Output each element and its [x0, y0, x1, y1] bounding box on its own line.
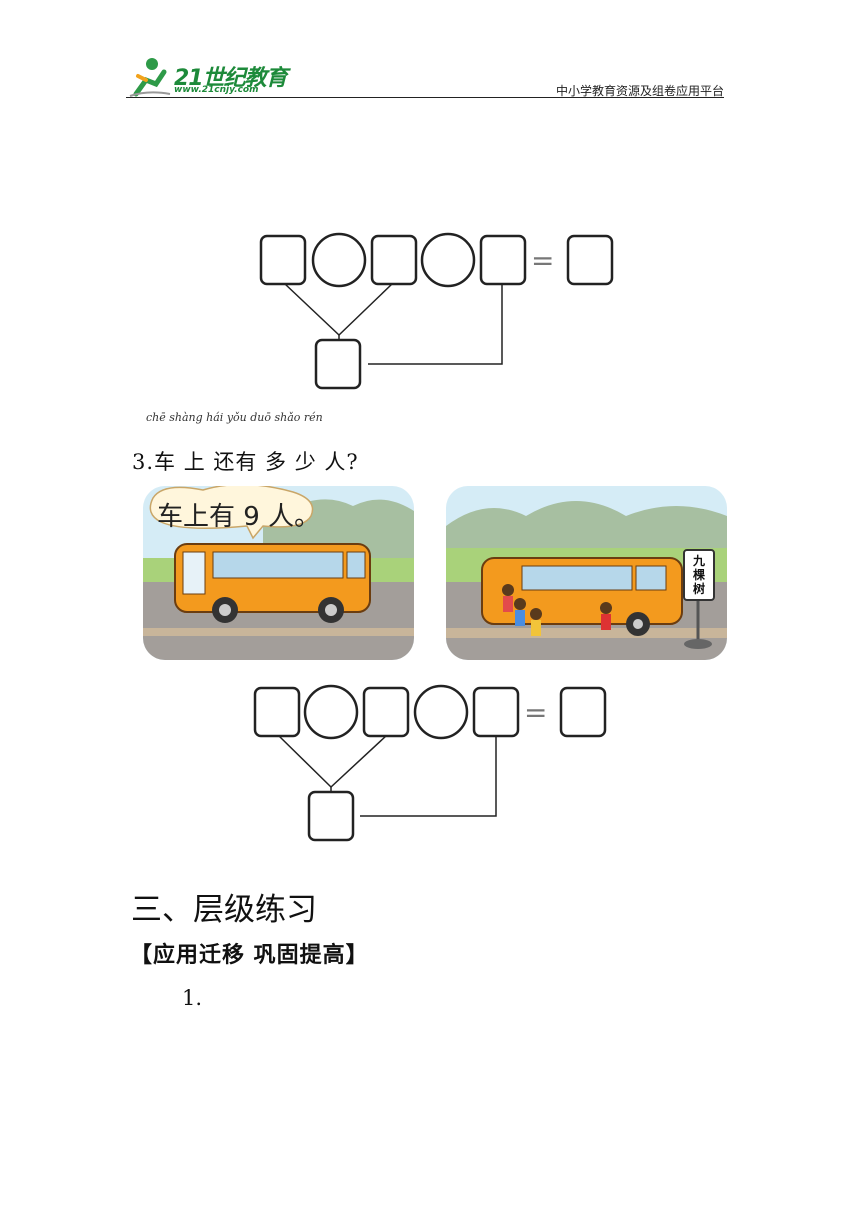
answer-box	[362, 686, 410, 738]
question-pinyin: chē shàng hái yǒu duō shǎo rén	[146, 411, 323, 424]
bus-scene-illustration	[143, 486, 414, 660]
scene-bus-before: 车上有 9 人。	[143, 486, 414, 660]
speech-bubble-text: 车上有 9 人。	[157, 502, 321, 532]
connector-line	[278, 735, 387, 789]
logo-text: 21世纪教育	[174, 66, 288, 91]
bus-stop-sign-icon	[683, 549, 715, 649]
bus-icon	[174, 543, 371, 623]
section-title: 三、层级练习	[131, 892, 317, 928]
runner-logo-icon	[129, 58, 171, 97]
result-box	[559, 686, 607, 738]
operator-circle	[413, 684, 469, 740]
intermediate-box	[314, 338, 362, 390]
connector-line	[360, 736, 497, 817]
speech-bubble	[149, 486, 314, 540]
answer-box	[253, 686, 301, 738]
question-3-text: 3.车 上 还有 多 少 人?	[132, 450, 359, 474]
answer-box	[259, 234, 307, 286]
item-number: 1.	[182, 986, 203, 1010]
header-divider	[126, 97, 724, 98]
header-platform-text: 中小学教育资源及组卷应用平台	[555, 84, 724, 98]
bus-icon	[481, 557, 683, 636]
section-subtitle: 【应用迁移 巩固提高】	[130, 942, 369, 968]
answer-box	[370, 234, 418, 286]
scene-bus-stop: 九 棵 树	[446, 486, 727, 660]
connector-line	[284, 283, 393, 337]
bus-stop-illustration	[446, 501, 727, 660]
equals-sign: =	[531, 244, 554, 277]
answer-box	[479, 234, 527, 286]
intermediate-box	[307, 790, 355, 842]
operator-circle	[303, 684, 359, 740]
result-box	[566, 234, 614, 286]
answer-box	[472, 686, 520, 738]
bus-stop-sign-text: 九 棵 树	[692, 554, 705, 596]
logo-url: www.21cnjy.com	[174, 85, 259, 95]
children-icon	[502, 584, 612, 636]
operator-circle	[420, 232, 476, 288]
connector-line	[368, 284, 503, 365]
operator-circle	[311, 232, 367, 288]
equals-sign: =	[524, 696, 547, 729]
site-logo: 21世纪教育 www.21cnjy.com	[126, 54, 296, 100]
